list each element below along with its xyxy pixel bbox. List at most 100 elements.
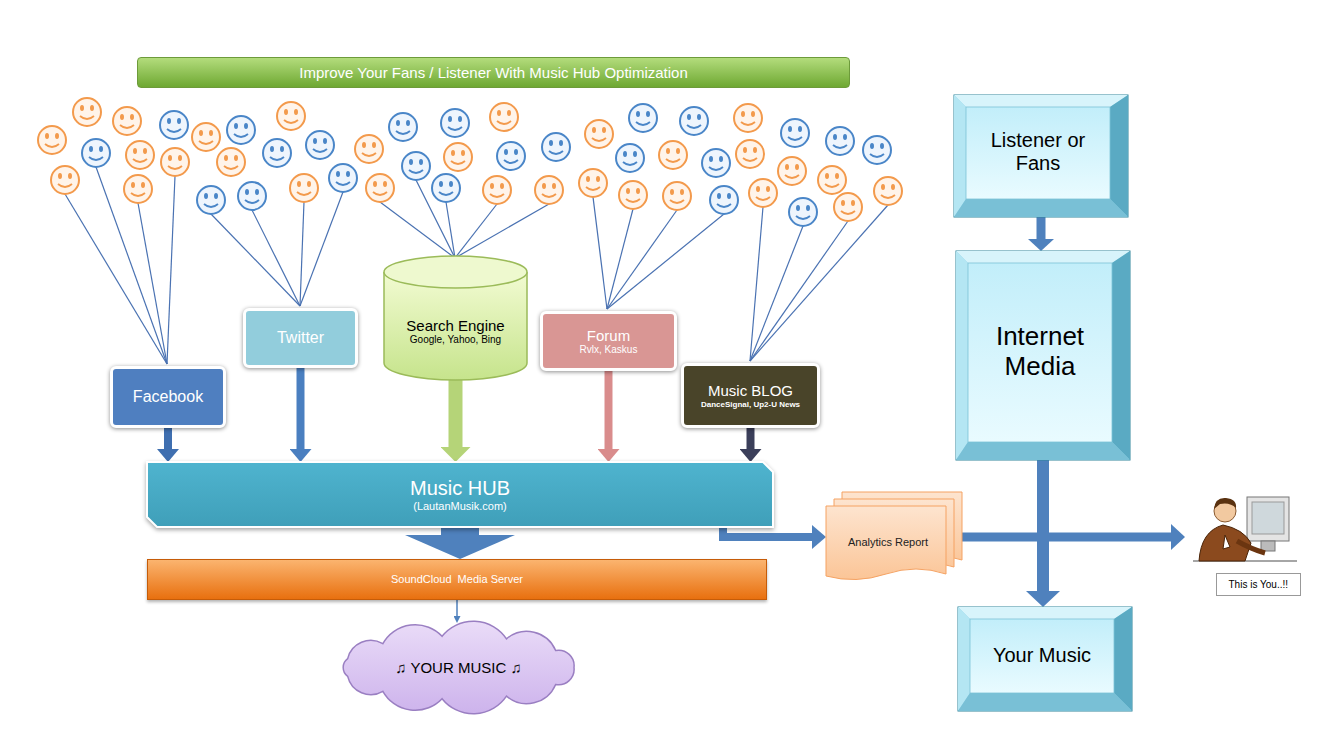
fan-smiley <box>355 135 383 163</box>
fan-leader-line <box>455 204 549 258</box>
fan-leader-line <box>252 210 300 306</box>
fan-smiley <box>535 176 563 204</box>
fan-smiley <box>749 179 777 207</box>
analytics-report-pages: Analytics Report <box>826 492 962 582</box>
fan-smiley <box>874 177 902 205</box>
node-label: Internet Media <box>975 322 1105 382</box>
node-label: Your Music <box>993 644 1091 667</box>
fan-leader-line <box>607 210 677 309</box>
flow-arrow <box>456 600 458 616</box>
node-label: SoundCloud Media Server <box>391 573 523 586</box>
fan-leader-line <box>65 194 167 364</box>
title-bar: Improve Your Fans / Listener With Music … <box>137 57 850 88</box>
fan-smiley <box>238 182 266 210</box>
flow-arrow <box>1037 217 1046 239</box>
fan-smiley <box>619 181 647 209</box>
fan-smiley <box>113 107 141 135</box>
fan-leader-line <box>593 197 607 309</box>
node-label: This is You..!! <box>1216 573 1301 597</box>
node-label: Music HUB <box>410 477 510 500</box>
fan-smiley <box>497 142 525 170</box>
fan-smiley <box>778 157 806 185</box>
node-label: Twitter <box>277 329 324 347</box>
node-label: Facebook <box>133 388 203 406</box>
fan-smiley <box>82 139 110 167</box>
fan-smiley <box>616 144 644 172</box>
node-label: Analytics Report <box>848 536 928 549</box>
node-sublabel: (LautanMusik.com) <box>413 500 507 513</box>
fan-smiley <box>734 104 762 132</box>
node-label: ♫ YOUR MUSIC ♫ <box>395 659 521 676</box>
fan-smiley <box>263 139 291 167</box>
fan-leader-line <box>750 226 803 361</box>
facebook-box: Facebook <box>110 366 226 428</box>
node-sublabel: DanceSignal, Up2-U News <box>701 400 800 409</box>
twitter-box: Twitter <box>243 308 358 368</box>
flow-arrow <box>723 527 812 537</box>
fan-leader-line <box>607 214 724 309</box>
fan-leader-line <box>750 221 848 361</box>
fan-smiley <box>124 175 152 203</box>
fan-smiley <box>585 120 613 148</box>
fan-smiley <box>659 141 687 169</box>
fan-smiley <box>277 102 305 130</box>
fan-smiley <box>126 141 154 169</box>
fan-leader-line <box>607 209 633 309</box>
fan-leader-line <box>750 205 888 361</box>
fan-smiley <box>710 186 738 214</box>
fan-smiley <box>51 166 79 194</box>
forum-box: ForumRvlx, Kaskus <box>540 311 677 371</box>
node-label: Search Engine <box>406 317 504 334</box>
fan-smiley <box>192 123 220 151</box>
fan-smiley <box>542 133 570 161</box>
fan-smiley <box>227 116 255 144</box>
fan-smiley <box>441 109 469 137</box>
your-music-cloud: ♫ YOUR MUSIC ♫ <box>327 623 590 712</box>
fan-leader-line <box>138 203 167 364</box>
your-music-box: Your Music <box>958 607 1132 711</box>
fan-smiley <box>73 98 101 126</box>
fan-leader-line <box>300 202 304 306</box>
fan-smiley <box>38 126 66 154</box>
fan-smiley <box>826 127 854 155</box>
fan-smiley <box>217 148 245 176</box>
fan-smiley <box>702 149 730 177</box>
flow-arrow <box>605 371 613 449</box>
fan-leader-line <box>96 167 167 364</box>
node-label: Music BLOG <box>708 382 793 399</box>
media-server-bar: SoundCloud Media Server <box>147 559 767 600</box>
fan-smiley <box>490 103 518 131</box>
flow-arrow <box>441 527 479 535</box>
fan-smiley <box>402 152 430 180</box>
node-sublabel: Rvlx, Kaskus <box>580 344 638 356</box>
fan-smiley <box>736 140 764 168</box>
flow-arrow <box>164 428 172 449</box>
fan-smiley <box>160 111 188 139</box>
fan-smiley <box>579 169 607 197</box>
fan-smiley <box>834 193 862 221</box>
fan-leader-line <box>380 202 455 258</box>
fan-leader-line <box>211 214 300 306</box>
node-label: Listener or Fans <box>983 129 1093 175</box>
node-label: Forum <box>587 327 630 344</box>
fan-smiley <box>366 174 394 202</box>
fan-leader-line <box>750 207 763 361</box>
fan-smiley <box>483 176 511 204</box>
internet-media-box: Internet Media <box>956 251 1130 460</box>
user-label-box: This is You..!! <box>1185 485 1301 596</box>
fan-smiley <box>863 136 891 164</box>
fan-smiley <box>444 143 472 171</box>
music-hub-band: Music HUB(LautanMusik.com) <box>147 462 773 527</box>
music-blog-box: Music BLOGDanceSignal, Up2-U News <box>681 363 820 428</box>
fan-smiley <box>432 174 460 202</box>
fan-leader-line <box>167 176 175 364</box>
fan-smiley <box>781 119 809 147</box>
fan-smiley <box>680 107 708 135</box>
fan-leader-line <box>300 192 343 306</box>
fan-smiley <box>306 131 334 159</box>
flow-arrow <box>297 368 305 449</box>
fan-smiley <box>818 166 846 194</box>
fan-smiley <box>629 104 657 132</box>
fan-smiley <box>389 113 417 141</box>
flow-arrow <box>962 533 1171 542</box>
